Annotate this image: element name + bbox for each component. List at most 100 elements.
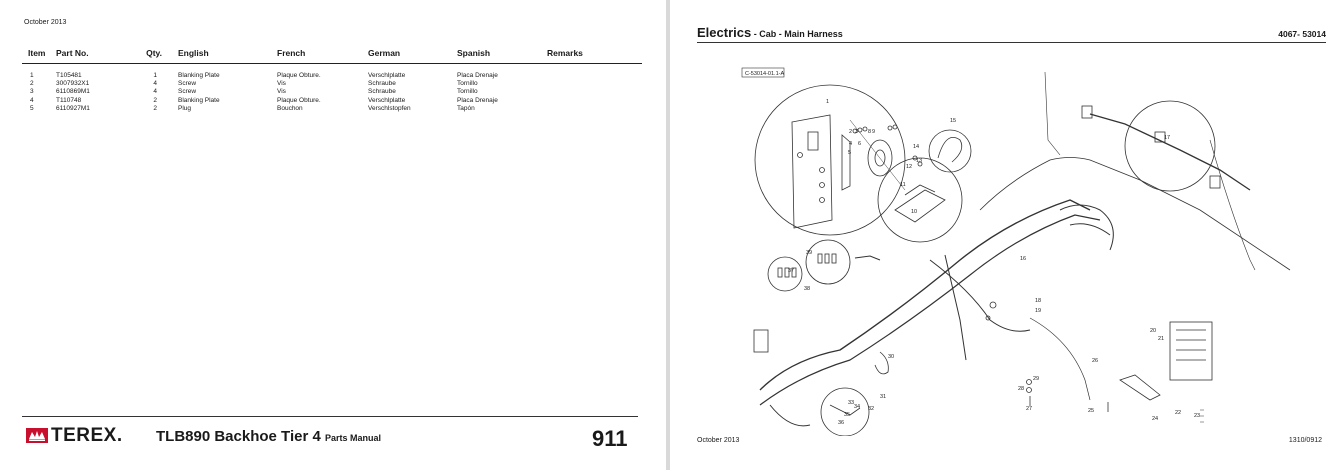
callout: 15	[950, 118, 956, 124]
cell-french: Vis	[277, 80, 286, 88]
callout: 35	[844, 412, 850, 418]
col-header-spanish: Spanish	[457, 48, 547, 64]
callout: 5	[848, 150, 851, 156]
left-page: October 2013 Item Part No. Qty. English …	[0, 0, 666, 470]
callout: 9	[872, 129, 875, 135]
brand-name: TEREX.	[51, 425, 123, 446]
cell-spanish: Tornillo	[457, 80, 478, 88]
callout: 37	[788, 268, 794, 274]
manual-type: Parts Manual	[324, 433, 381, 443]
cell-part-no: T105481	[56, 72, 82, 79]
terex-logo-icon	[26, 428, 48, 443]
cell-item: 5	[30, 104, 34, 112]
model-name: TLB890 Backhoe Tier 4	[156, 428, 321, 445]
callout: 26	[1092, 358, 1098, 364]
bracket-icon	[841, 134, 851, 191]
col-header-remarks: Remarks	[547, 48, 642, 64]
cell-part-no: 6110927M1	[56, 104, 90, 112]
cell-item: 3	[30, 88, 34, 96]
callout: 12	[906, 164, 912, 170]
figure-ref: C-53014-01.1-A	[745, 71, 784, 77]
page-date: October 2013	[24, 19, 67, 26]
cell-spanish: Placa Drenaje	[457, 96, 498, 104]
callout: 13	[916, 158, 922, 164]
callout: 28	[1018, 386, 1024, 392]
callout: 14	[913, 144, 919, 150]
callout: 3	[855, 129, 858, 135]
detail-circle-connector	[1124, 100, 1216, 192]
cell-item: 2	[30, 80, 34, 88]
detail-circle-fuse-b	[805, 239, 851, 285]
callout: 17	[1164, 135, 1170, 141]
footer-rule	[22, 416, 638, 417]
callout: 4	[849, 141, 852, 147]
cell-qty: 2	[153, 104, 157, 112]
cell-part-no: T110748	[56, 96, 82, 104]
callout: 1	[826, 99, 829, 105]
cell-remarks	[547, 88, 642, 96]
cell-english: Blanking Plate	[178, 96, 220, 104]
cell-part-no: 6110869M1	[56, 88, 90, 96]
cell-german: Verschlplatte	[368, 72, 406, 79]
model-title: TLB890 Backhoe Tier 4 Parts Manual	[156, 428, 381, 445]
callout: 2	[849, 129, 852, 135]
cell-qty: 2	[153, 96, 157, 104]
callout: 23	[1194, 413, 1200, 419]
callout: 16	[1020, 256, 1026, 262]
callout: 34	[854, 404, 860, 410]
cell-english: Screw	[178, 88, 197, 96]
page-date-footer: October 2013	[697, 437, 740, 444]
section-title: Electrics - Cab - Main Harness	[697, 25, 843, 40]
table-row: 4 T110748 2 Blanking Plate Plaque Obture…	[22, 97, 642, 105]
callout: 6	[858, 141, 861, 147]
main-harness-icon	[759, 199, 1091, 391]
callout: 24	[1152, 416, 1158, 422]
section-subtitle: - Cab - Main Harness	[751, 29, 843, 39]
callout-labels: 1 2 3 4 5 6 8 9 10 11 12 13 14 15 16 17 …	[788, 99, 1200, 426]
callout: 10	[911, 209, 917, 215]
reference-code: 1310/0912	[1288, 437, 1322, 444]
callout: 19	[1035, 308, 1041, 314]
figure-ref-box	[741, 67, 785, 78]
grommet-icon	[874, 351, 889, 375]
callout: 31	[880, 394, 886, 400]
callout: 18	[1035, 298, 1041, 304]
callout: 20	[1150, 328, 1156, 334]
cable-tie-icon	[937, 136, 963, 163]
callout: 32	[868, 406, 874, 412]
ecu-module-icon	[1169, 321, 1213, 381]
col-header-german: German	[368, 48, 457, 64]
cell-spanish: Tapón	[457, 104, 475, 112]
header-rule	[697, 42, 1326, 43]
col-header-french: French	[277, 48, 368, 64]
callout: 27	[1026, 406, 1032, 412]
col-header-part-no: Part No.	[56, 48, 116, 64]
callout: 21	[1158, 336, 1164, 342]
cell-french: Plaque Obture.	[277, 72, 321, 79]
col-header-qty: Qty.	[116, 48, 178, 64]
cell-remarks	[547, 80, 642, 88]
table-row: 1 T105481 1 Blanking Plate Plaque Obture…	[22, 64, 642, 81]
cell-french: Plaque Obture.	[277, 96, 321, 104]
callout: 33	[848, 400, 854, 406]
horn-icon	[867, 139, 893, 177]
cell-german: Verschlplatte	[368, 96, 406, 104]
callout: 11	[900, 182, 906, 188]
detail-circle-clip	[928, 129, 972, 173]
callout: 39	[806, 250, 812, 256]
detail-circle-ground	[820, 387, 870, 436]
callout: 8	[868, 129, 871, 135]
ecu-bracket-icon	[1119, 374, 1161, 401]
cell-english: Plug	[178, 104, 192, 112]
cell-english: Blanking Plate	[178, 72, 220, 79]
callout: 38	[804, 286, 810, 292]
connector-block-icon	[753, 329, 769, 353]
cell-french: Vis	[277, 88, 286, 96]
mount-bracket-icon	[894, 189, 946, 223]
cell-german: Verschlstopfen	[368, 104, 411, 112]
page-number: 911	[592, 426, 628, 451]
col-header-item: Item	[22, 48, 56, 64]
cell-german: Schraube	[368, 80, 396, 88]
cell-remarks	[547, 105, 642, 113]
cell-item: 1	[30, 72, 34, 79]
